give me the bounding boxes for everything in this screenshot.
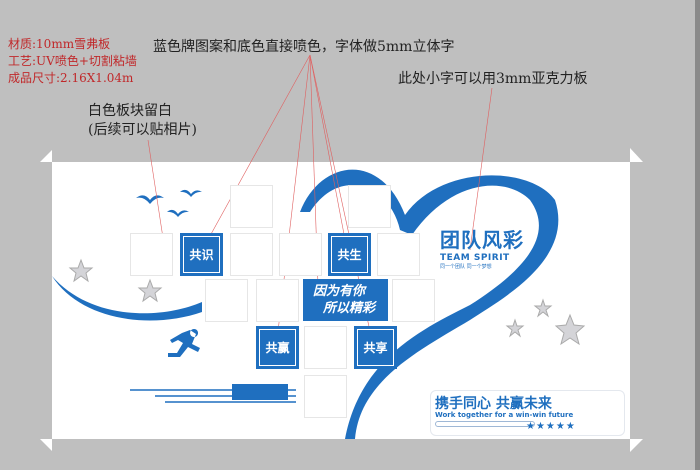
swoosh xyxy=(52,276,202,321)
annotation-white-blocks-line2: (后续可以贴相片) xyxy=(88,122,197,138)
center-plate: 因为有你 所以精彩 xyxy=(303,279,388,321)
spec-process: 工艺:UV喷色+切割粘墙 xyxy=(8,54,137,68)
stars-icon xyxy=(68,258,586,346)
banner-subtitle: Work together for a win-win future xyxy=(435,411,574,419)
photo-placeholder xyxy=(392,279,435,322)
spec-notes: 材质:10mm雪弗板 工艺:UV喷色+切割粘墙 成品尺寸:2.16X1.04m xyxy=(8,36,137,87)
heart-shape xyxy=(300,169,559,439)
photo-placeholder xyxy=(230,185,273,228)
slogan-banner: 携手同心 共赢未来 Work together for a win-win fu… xyxy=(430,390,625,436)
center-line1: 因为有你 xyxy=(313,284,366,299)
team-spirit-logo: 团队风彩 TEAM SPIRIT 同一个团队 同一个梦想 xyxy=(440,224,524,270)
annotation-blue-plates: 蓝色牌图案和底色直接喷色，字体做5mm立体字 xyxy=(153,39,455,55)
photo-placeholder xyxy=(348,185,391,228)
plate-label: 共赢 xyxy=(265,341,290,355)
banner-bar xyxy=(435,421,535,427)
speed-bar xyxy=(232,384,288,400)
plate-label: 共识 xyxy=(189,248,214,262)
plate-share: 共享 xyxy=(354,326,397,369)
photo-placeholder xyxy=(130,233,173,276)
center-line2: 所以精彩 xyxy=(323,301,376,316)
logo-slogan: 同一个团队 同一个梦想 xyxy=(440,264,492,270)
annotation-white-blocks: 白色板块留白 (后续可以贴相片) xyxy=(88,102,197,140)
plate-symbiosis: 共生 xyxy=(328,233,371,276)
right-edge-strip xyxy=(695,0,700,470)
spec-size: 成品尺寸:2.16X1.04m xyxy=(8,71,134,85)
plate-label: 共生 xyxy=(337,248,362,262)
plate-label: 共享 xyxy=(363,341,388,355)
logo-title: 团队风彩 xyxy=(440,228,524,252)
plate-consensus: 共识 xyxy=(180,233,223,276)
photo-placeholder xyxy=(256,279,299,322)
birds-icon xyxy=(136,189,202,217)
photo-placeholder xyxy=(304,326,347,369)
corner-tl xyxy=(40,150,52,162)
corner-br xyxy=(630,439,643,452)
runner-icon xyxy=(168,329,200,357)
annotation-white-blocks-line1: 白色板块留白 xyxy=(88,103,172,119)
photo-placeholder xyxy=(205,279,248,322)
corner-tr xyxy=(630,148,643,162)
photo-placeholder xyxy=(304,375,347,418)
spec-material: 材质:10mm雪弗板 xyxy=(8,37,111,51)
photo-placeholder xyxy=(377,233,420,276)
banner-title: 携手同心 共赢未来 xyxy=(435,396,552,412)
annotation-small-text: 此处小字可以用3mm亚克力板 xyxy=(398,71,588,87)
plate-win-win: 共赢 xyxy=(256,326,299,369)
photo-placeholder xyxy=(230,233,273,276)
logo-subtitle: TEAM SPIRIT xyxy=(440,253,510,263)
corner-bl xyxy=(40,439,52,451)
photo-placeholder xyxy=(279,233,322,276)
banner-stars: ★★★★★ xyxy=(526,421,576,432)
